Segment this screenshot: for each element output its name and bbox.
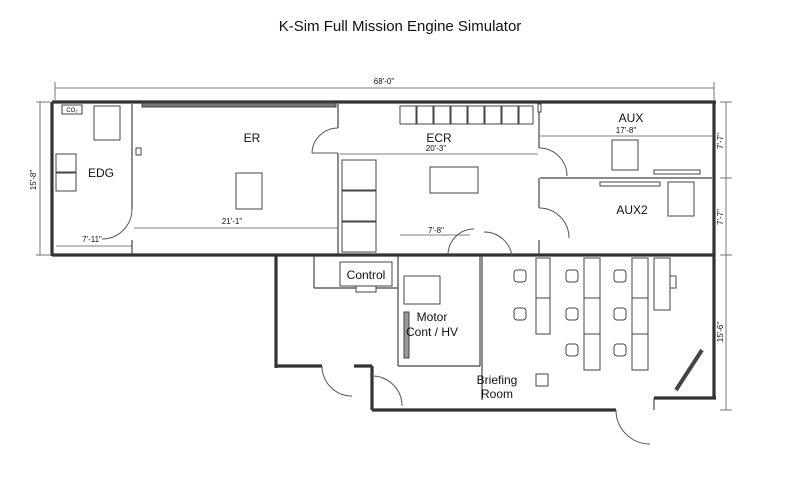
room-motor-line2: Cont / HV: [406, 325, 458, 339]
dim-briefing-height: 15'-6": [716, 322, 725, 343]
dim-overall-width: 68'-0": [374, 77, 395, 86]
room-aux: AUX: [619, 111, 644, 125]
room-labels: EDG ER ECR AUX AUX2 Control Motor Cont /…: [88, 111, 648, 401]
walls: [50, 100, 716, 412]
dim-aux2-height: 7'-7": [716, 209, 725, 225]
dimension-lines: 68'-0" 15'-8" 7'-7" 7'-7" 15'-6" 7'-11" …: [29, 77, 732, 411]
room-aux2: AUX2: [616, 203, 648, 217]
room-ecr: ECR: [426, 131, 452, 145]
room-briefing-line2: Room: [481, 387, 513, 401]
room-er: ER: [244, 131, 261, 145]
dim-left-height: 15'-8": [29, 170, 38, 191]
dim-aux-width: 17'-8": [616, 126, 637, 135]
page-title: K-Sim Full Mission Engine Simulator: [278, 18, 522, 35]
co2-label: CO₂: [66, 108, 78, 114]
doors: [101, 127, 651, 445]
dim-aux-height: 7'-7": [716, 133, 725, 149]
co2-cabinet: [61, 104, 83, 115]
dim-er-width: 21'-1": [222, 217, 243, 226]
fixtures: CO₂: [55, 102, 704, 392]
dim-ecr-lower: 7'-8": [428, 226, 444, 235]
room-motor-line1: Motor: [417, 310, 448, 324]
room-control: Control: [347, 268, 386, 282]
dim-ecr-width: 20'-3": [426, 144, 447, 153]
room-briefing-line1: Briefing: [477, 373, 518, 387]
dim-edg-width: 7'-11": [82, 235, 102, 244]
room-edg: EDG: [88, 166, 114, 180]
